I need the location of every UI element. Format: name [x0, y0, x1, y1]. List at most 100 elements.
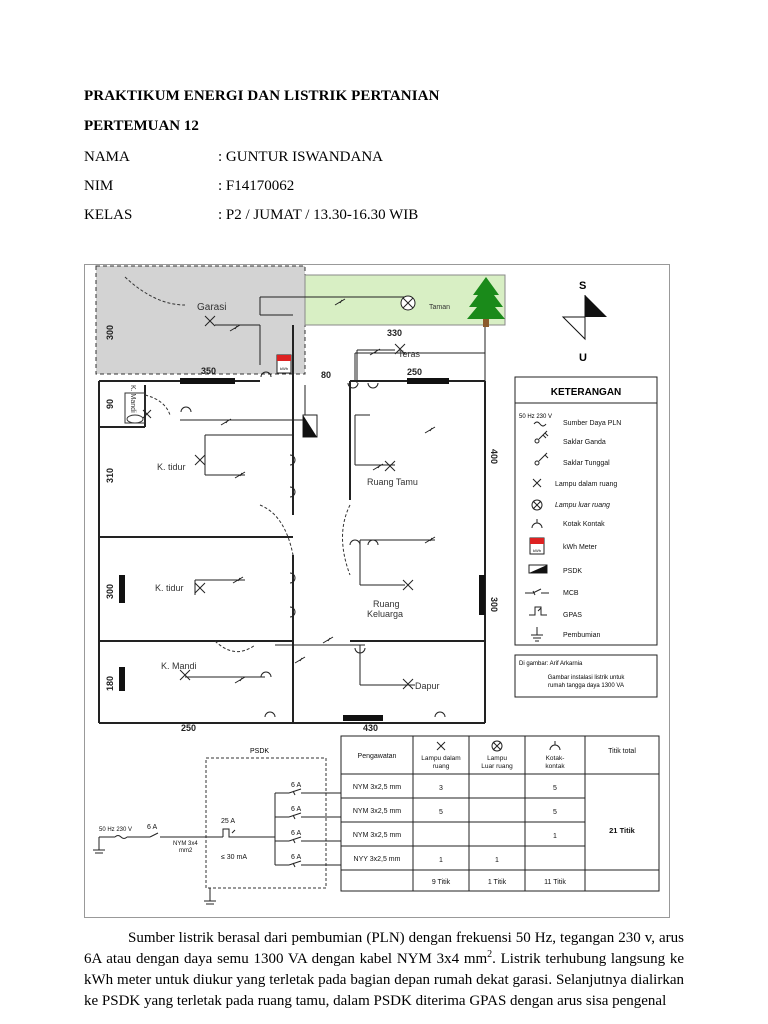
- schematic-source-label: 50 Hz 230 V: [99, 827, 132, 833]
- schematic-branch-mcb-2: 6 A: [291, 806, 301, 813]
- room-label-terrace: Teras: [398, 349, 421, 359]
- dimension-430: 430: [363, 723, 378, 733]
- dimension-80: 80: [321, 370, 331, 380]
- legend-item-single-switch: Saklar Tunggal: [563, 460, 610, 467]
- table-total-lamp-in: 9 Titik: [432, 879, 451, 886]
- table-header-socket-1: Kotak-: [546, 755, 565, 762]
- compass: S U: [561, 280, 607, 364]
- room-label-family-room-1: Ruang: [373, 599, 400, 609]
- description-paragraph: Sumber listrik berasal dari pembumian (P…: [84, 928, 684, 1012]
- schematic-psdk-label: PSDK: [250, 748, 269, 755]
- room-label-bedroom-1: K. tidur: [157, 462, 186, 472]
- schematic-branch-mcb-4: 6 A: [291, 854, 301, 861]
- kwh-meter: kWh: [276, 354, 292, 374]
- legend-item-grounding: Pembumian: [563, 632, 600, 639]
- table-header-lamp-out-2: Luar ruang: [481, 763, 513, 770]
- table-total-socket: 11 Titik: [544, 879, 566, 886]
- legend-drawn-by: Di gambar: Arif Arkarnia: [519, 661, 583, 667]
- table-grand-total: 21 Titik: [609, 826, 636, 835]
- table-cell-socket: 5: [553, 785, 557, 792]
- room-label-kitchen: Dapur: [415, 681, 440, 691]
- table-header-lamp-out-1: Lampu: [487, 755, 507, 762]
- info-value: : F14170062: [218, 178, 295, 194]
- paragraph-text-1: Sumber listrik berasal dari pembumian (P…: [84, 930, 684, 967]
- dimension-310: 310: [105, 468, 115, 483]
- dimension-250-bottom: 250: [181, 723, 196, 733]
- room-label-bathroom-1: K. Mandi: [129, 385, 136, 413]
- schematic-cable-line-2: mm2: [179, 848, 193, 854]
- room-label-garden: Taman: [429, 304, 450, 311]
- table-header-wiring: Pengawatan: [358, 753, 397, 760]
- table-cell-lamp-in: 3: [439, 785, 443, 792]
- windows: [119, 378, 485, 721]
- schematic-cable-line-1: NYM 3x4: [173, 841, 198, 847]
- room-label-bathroom-2: K. Mandi: [161, 661, 197, 671]
- info-value: : P2 / JUMAT / 13.30-16.30 WIB: [218, 207, 419, 223]
- schematic-main-mcb: 6 A: [147, 824, 157, 831]
- dimension-300-family: 300: [489, 597, 499, 612]
- table-header-total: Titik total: [608, 748, 636, 755]
- legend-item-kwh-meter: kWh Meter: [563, 544, 598, 551]
- schematic-gpas-leakage: ≤ 30 mA: [221, 854, 247, 861]
- legend-item-outdoor-lamp: Lampu luar ruang: [555, 502, 610, 509]
- schematic-branch-mcb-3: 6 A: [291, 830, 301, 837]
- legend-item-socket: Kotak Kontak: [563, 521, 605, 528]
- wiring-lines: [180, 296, 435, 686]
- table-cell-cable: NYM 3x2,5 mm: [353, 808, 401, 815]
- psdk-boundary: [205, 757, 327, 889]
- room-label-living-room: Ruang Tamu: [367, 477, 418, 487]
- document-title: PRAKTIKUM ENERGI DAN LISTRIK PERTANIAN: [84, 88, 440, 104]
- legend-kwh-icon-text: kWh: [533, 548, 541, 553]
- single-line-schematic: PSDK: [93, 748, 341, 905]
- info-label: NAMA: [84, 149, 130, 165]
- dimension-330: 330: [387, 328, 402, 338]
- table-header-lamp-in-2: ruang: [433, 763, 450, 770]
- table-cell-cable: NYY 3x2,5 mm: [354, 856, 401, 863]
- table-cell-socket: 1: [553, 833, 557, 840]
- table-header-socket-2: kontak: [545, 763, 565, 770]
- room-label-bedroom-2: K. tidur: [155, 583, 184, 593]
- floor-plan: kWh Garasi Taman Teras K. tidur K. tidur…: [95, 265, 506, 733]
- switches: [220, 298, 436, 684]
- dimension-350: 350: [201, 366, 216, 376]
- installation-diagram: kWh Garasi Taman Teras K. tidur K. tidur…: [93, 265, 660, 905]
- schematic-branch-mcb-1: 6 A: [291, 782, 301, 789]
- room-label-family-room-2: Keluarga: [367, 609, 403, 619]
- table-cell-cable: NYM 3x2,5 mm: [353, 832, 401, 839]
- outdoor-lamp: [400, 295, 416, 311]
- dimension-300-bedroom: 300: [105, 584, 115, 599]
- legend-item-gpas: GPAS: [563, 612, 582, 619]
- paragraph-text-2: . Listrik terhubung langsung ke kWh mete…: [84, 951, 684, 1009]
- table-total-lamp-out: 1 Titik: [488, 879, 507, 886]
- legend-item-mcb: MCB: [563, 590, 579, 597]
- compass-south-label: S: [579, 280, 586, 292]
- table-cell-socket: 5: [553, 809, 557, 816]
- garage-door: [124, 276, 186, 306]
- sockets: [180, 371, 446, 718]
- meeting-number: PERTEMUAN 12: [84, 118, 199, 134]
- psdk-panel: [302, 414, 318, 438]
- legend-box: KETERANGAN 50 Hz 230 V kWh Sumber Daya P…: [514, 376, 658, 646]
- load-table: Pengawatan Lampu dalam ruang Lampu Luar …: [340, 735, 660, 892]
- table-header-lamp-in-1: Lampu dalam: [421, 755, 460, 762]
- dimension-180: 180: [105, 676, 115, 691]
- legend-item-double-switch: Saklar Ganda: [563, 439, 606, 446]
- legend-credit-box: Di gambar: Arif Arkarnia Gambar instalas…: [514, 654, 658, 698]
- legend-item-pln: Sumber Daya PLN: [563, 420, 621, 427]
- installation-figure: kWh Garasi Taman Teras K. tidur K. tidur…: [84, 264, 670, 918]
- legend-caption-line-2: rumah tangga daya 1300 VA: [548, 683, 624, 689]
- compass-north-label: U: [579, 352, 587, 364]
- table-cell-lamp-out: 1: [495, 857, 499, 864]
- legend-item-psdk: PSDK: [563, 568, 582, 575]
- garden-tree: [467, 277, 505, 327]
- info-value: : GUNTUR ISWANDANA: [218, 149, 383, 165]
- table-cell-cable: NYM 3x2,5 mm: [353, 784, 401, 791]
- legend-caption-line-1: Gambar instalasi listrik untuk: [548, 675, 626, 681]
- table-cell-lamp-in: 1: [439, 857, 443, 864]
- indoor-lamps: [142, 315, 414, 690]
- legend-source-label: 50 Hz 230 V: [519, 414, 552, 420]
- dimension-250-top: 250: [407, 367, 422, 377]
- schematic-gpas-rating: 25 A: [221, 818, 235, 825]
- dimension-300-garage: 300: [105, 325, 115, 340]
- garage-area: [95, 265, 306, 375]
